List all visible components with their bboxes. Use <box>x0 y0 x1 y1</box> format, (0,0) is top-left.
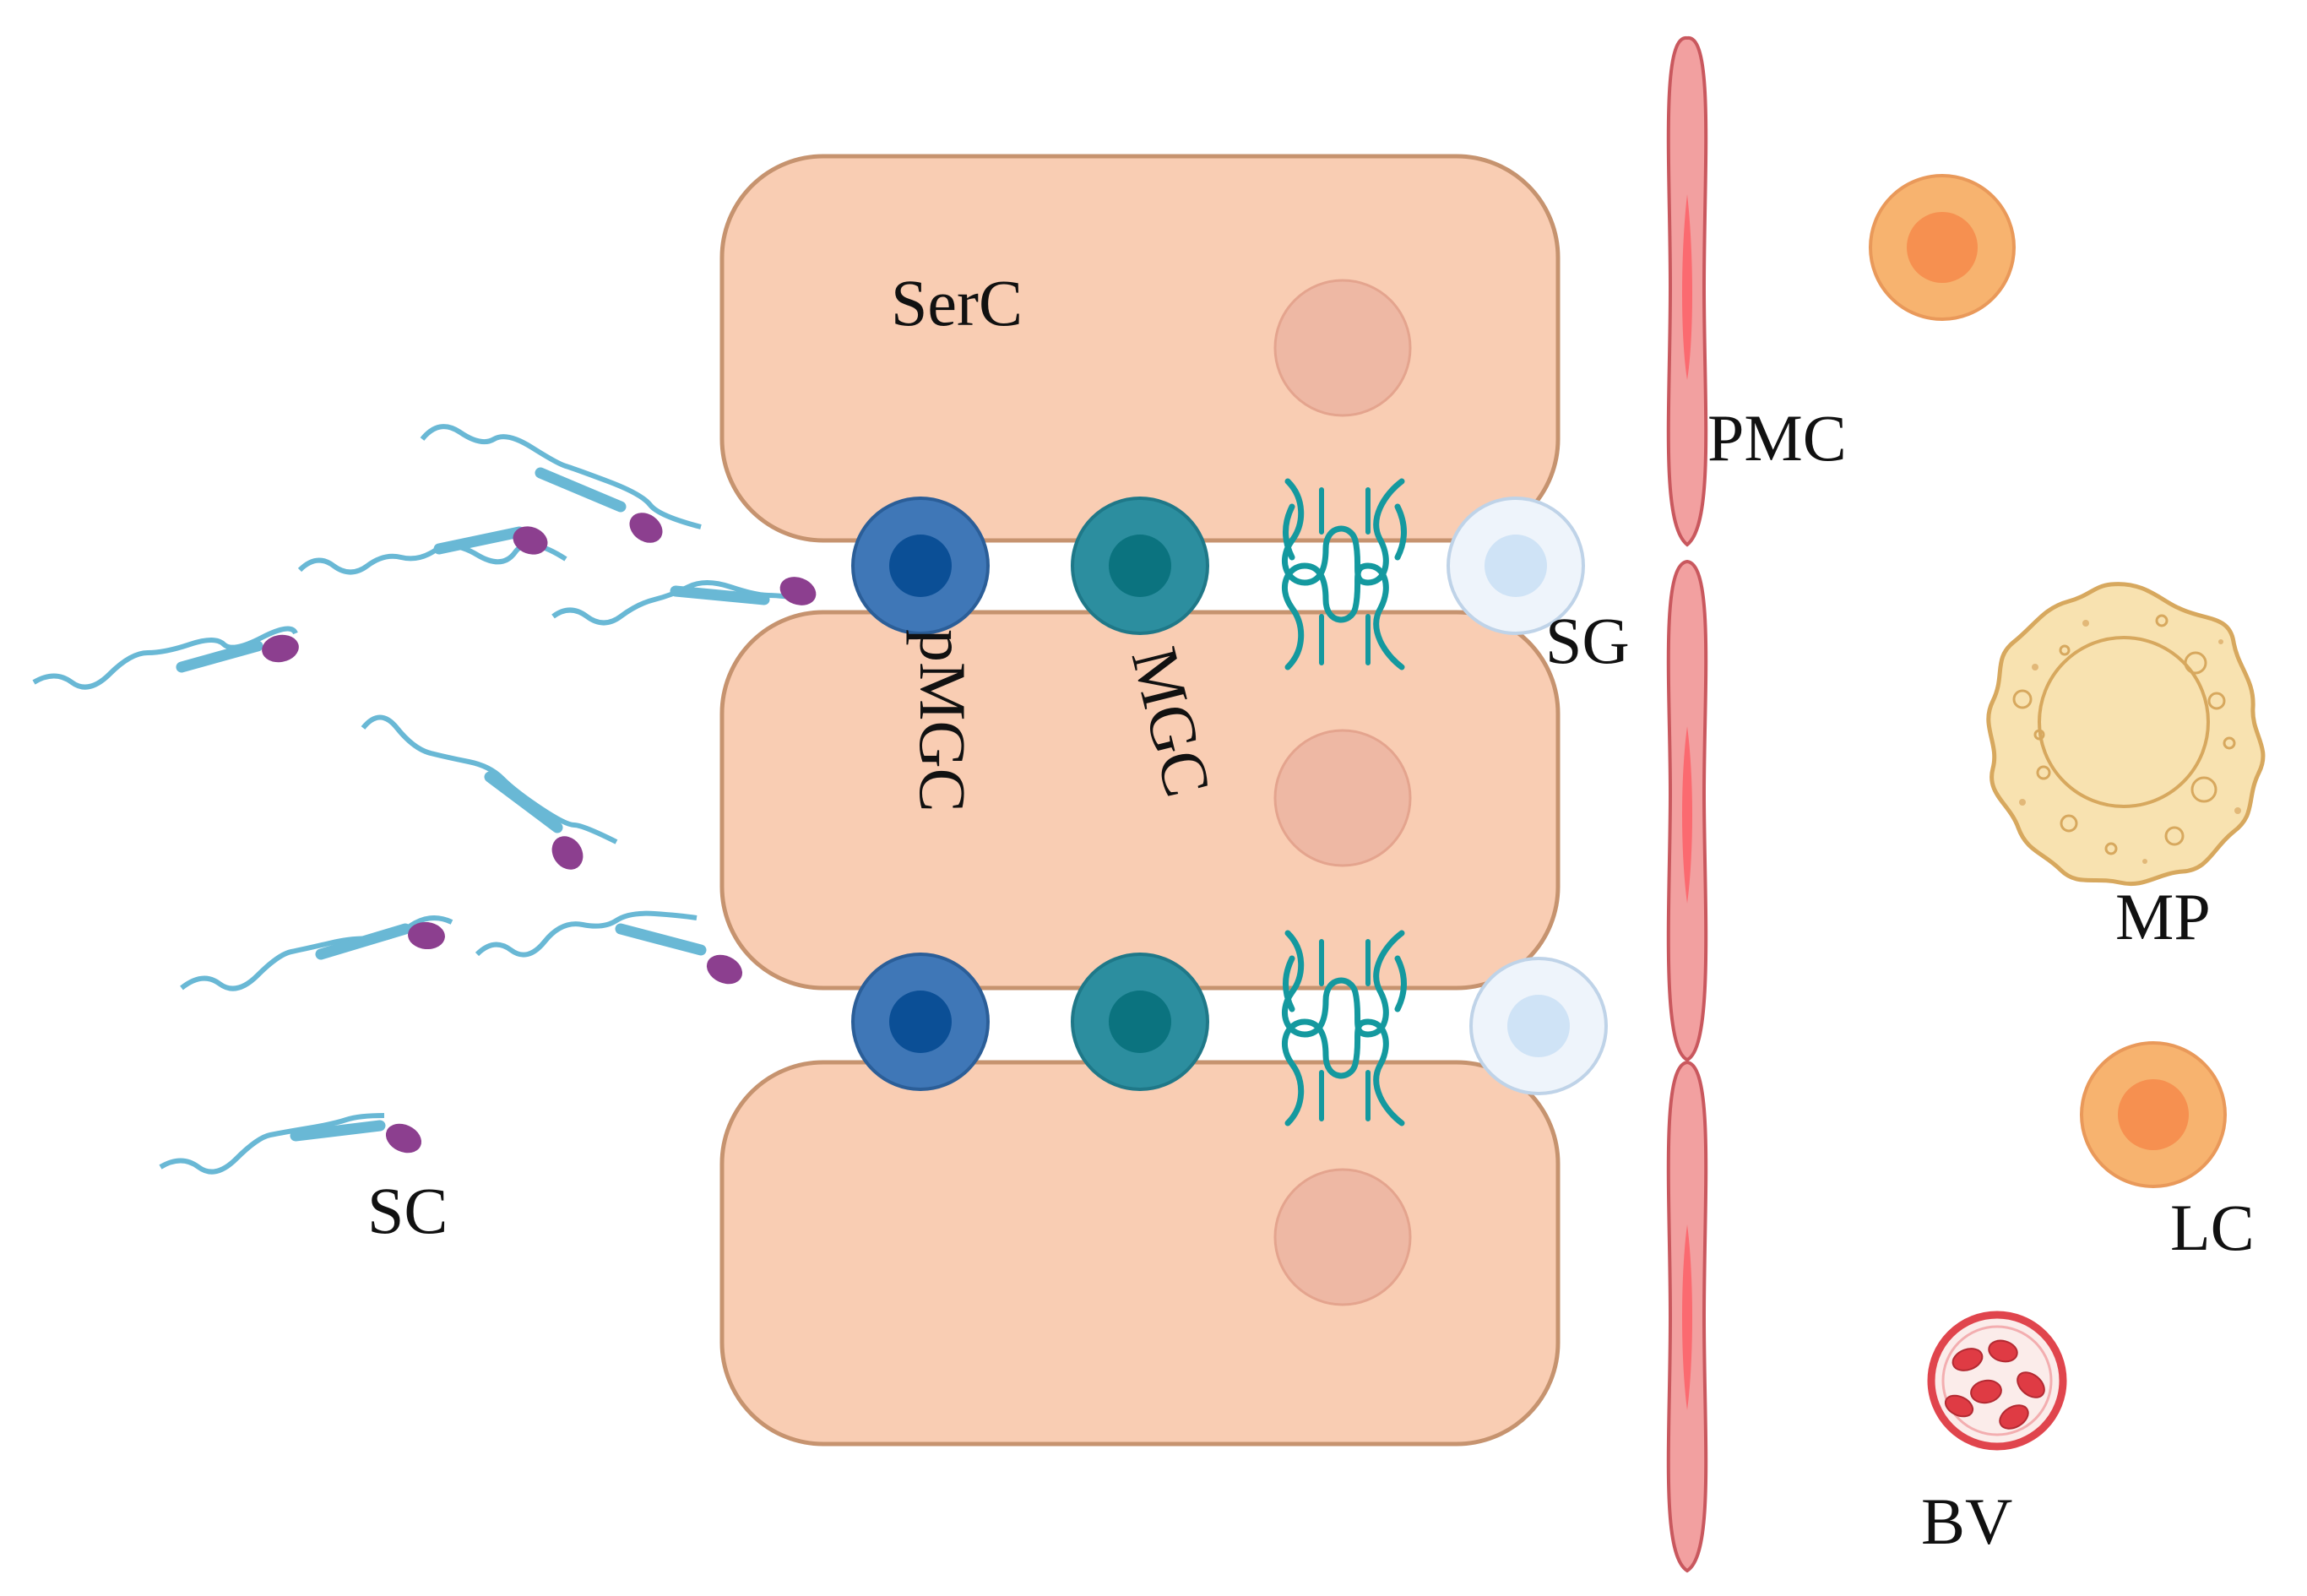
tight-junction-icon <box>1281 930 1407 1126</box>
leydig-cell-icon <box>1869 174 2016 321</box>
spermatozoon-icon <box>159 1113 422 1175</box>
label-pmgc: pMGC <box>906 629 980 812</box>
label-sc: SC <box>367 1174 448 1247</box>
spermatozoon-icon <box>32 626 299 690</box>
blood-vessel-icon <box>1927 1311 2067 1451</box>
label-sg: SG <box>1545 604 1630 677</box>
sertoli-cell-icon <box>719 154 1561 543</box>
spermatozoon-icon <box>420 424 702 543</box>
label-lc: LC <box>2170 1191 2255 1264</box>
germ-cells-row-2 <box>851 953 1608 1095</box>
label-pmc: PMC <box>1707 401 1847 475</box>
spermatozoon-icon <box>551 577 817 626</box>
sertoli-nucleus <box>1273 1168 1412 1306</box>
label-mp: MP <box>2115 880 2211 953</box>
leydig-cell-icon <box>2080 1041 2227 1188</box>
sertoli-nucleus <box>1273 279 1412 417</box>
germ-cells-row-1 <box>851 497 1585 635</box>
spermatozoon-icon <box>475 910 743 985</box>
sertoli-cells-group <box>719 154 1561 1447</box>
sertoli-cell-icon <box>719 1060 1561 1447</box>
spermatozoa-group <box>32 424 817 1175</box>
spermatozoon-icon <box>361 714 618 870</box>
label-serc: SerC <box>891 266 1023 339</box>
sertoli-nucleus <box>1273 729 1412 867</box>
tight-junction-icon <box>1281 478 1407 670</box>
pmc-group <box>1666 36 1708 1573</box>
macrophage-icon <box>1986 582 2266 887</box>
spermatozoon-icon <box>297 526 567 575</box>
spermatozoon-icon <box>180 915 453 991</box>
label-bv: BV <box>1921 1485 2012 1558</box>
